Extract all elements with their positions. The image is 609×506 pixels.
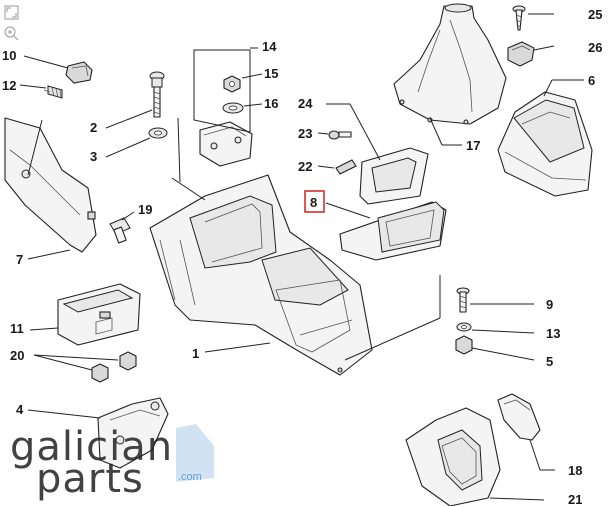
callout-3[interactable]: 3: [90, 149, 97, 164]
part-19-screw: [109, 217, 131, 244]
part-14-bracket: [199, 121, 253, 167]
part-18-cap: [497, 393, 541, 441]
callout-14[interactable]: 14: [262, 39, 277, 54]
callout-5[interactable]: 5: [546, 354, 553, 369]
watermark-car-shape: [176, 424, 214, 482]
callout-26[interactable]: 26: [588, 40, 602, 55]
watermark-line2: parts: [36, 456, 144, 502]
part-1-center-console: [149, 174, 373, 376]
part-16-washer: [222, 102, 244, 114]
galicianparts-watermark: galician parts .com: [10, 424, 214, 502]
callout-1[interactable]: 1: [192, 346, 199, 361]
callout-21[interactable]: 21: [568, 492, 582, 506]
part-24-ashtray-frame: [359, 147, 429, 205]
part-4-mount-bracket: [97, 397, 169, 469]
callout-10[interactable]: 10: [2, 48, 16, 63]
callout-4[interactable]: 4: [16, 402, 24, 417]
part-15-nut: [223, 75, 241, 93]
part-26-clip: [507, 41, 535, 67]
callout-11[interactable]: 11: [10, 321, 24, 336]
callout-13[interactable]: 13: [546, 326, 560, 341]
part-2-bolt: [149, 71, 165, 118]
callout-16[interactable]: 16: [264, 96, 278, 111]
part-11-switch-housing: [57, 283, 141, 346]
callout-20[interactable]: 20: [10, 348, 24, 363]
callout-18[interactable]: 18: [568, 463, 582, 478]
callout-24[interactable]: 24: [298, 96, 313, 111]
callout-15[interactable]: 15: [264, 66, 278, 81]
callout-9[interactable]: 9: [546, 297, 553, 312]
callout-17[interactable]: 17: [466, 138, 480, 153]
callout-23[interactable]: 23: [298, 126, 312, 141]
callout-19[interactable]: 19: [138, 202, 152, 217]
part-9-bolt: [456, 287, 470, 313]
callout-6[interactable]: 6: [588, 73, 595, 88]
part-20-nuts: [91, 351, 137, 383]
part-22-clip: [335, 159, 357, 175]
zoom-icon[interactable]: [4, 26, 19, 41]
expand-icon[interactable]: [4, 5, 19, 20]
part-6-boot-base: [497, 91, 593, 197]
callout-12[interactable]: 12: [2, 78, 16, 93]
part-3-washer: [148, 127, 168, 139]
part-10-clip: [65, 61, 93, 84]
part-25-screw: [512, 5, 526, 31]
part-5-nut: [455, 335, 473, 355]
part-21-rear-cover: [405, 407, 501, 506]
callout-25[interactable]: 25: [588, 7, 602, 22]
part-23-screw: [328, 130, 352, 140]
part-17-gear-boot: [393, 3, 507, 125]
callout-22[interactable]: 22: [298, 159, 312, 174]
watermark-line1: galician: [10, 424, 173, 470]
callout-8-highlight: [304, 190, 325, 213]
part-8-ashtray-insert: [339, 201, 447, 261]
part-13-washer: [456, 322, 472, 332]
callout-2[interactable]: 2: [90, 120, 97, 135]
part-12-screw: [43, 85, 63, 99]
callout-8[interactable]: 8: [310, 195, 317, 210]
callout-7[interactable]: 7: [16, 252, 23, 267]
part-7-side-panel: [4, 117, 97, 253]
watermark-suffix: .com: [178, 471, 202, 483]
